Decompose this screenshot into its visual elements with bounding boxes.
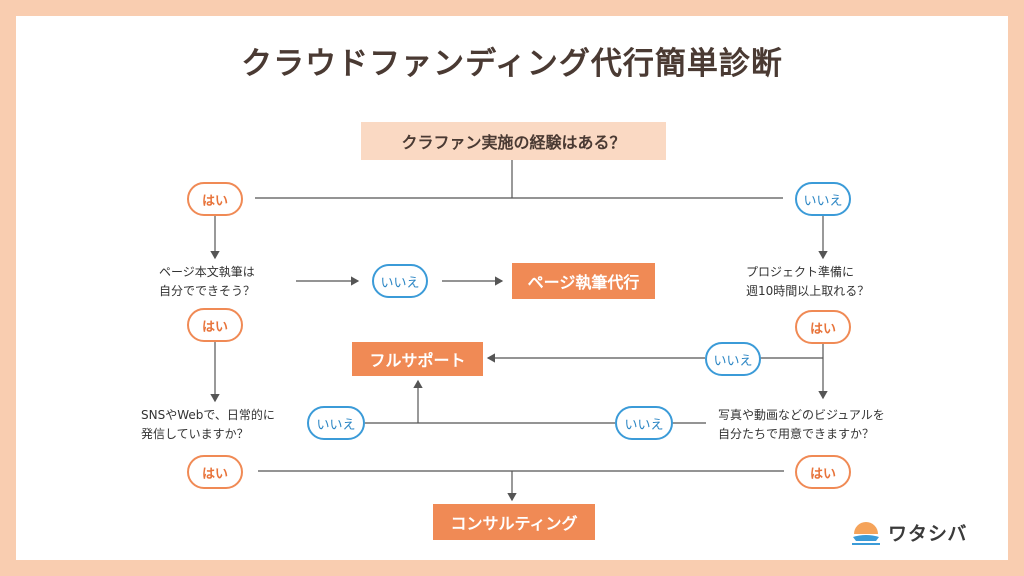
question-visual: 写真や動画などのビジュアルを 自分たちで用意できますか？ — [718, 406, 885, 444]
question-sns: SNSやWebで、日常的に 発信していますか？ — [141, 406, 275, 444]
question-visual-line2: 自分たちで用意できますか？ — [718, 427, 875, 441]
no-pill-project-prep: いいえ — [705, 342, 761, 376]
yes-pill-sns: はい — [187, 455, 243, 489]
result-page-writing: ページ執筆代行 — [512, 263, 655, 299]
yes-pill-page-writing: はい — [187, 308, 243, 342]
root-question: クラファン実施の経験はある？ — [361, 122, 666, 160]
no-pill-page-writing: いいえ — [372, 264, 428, 298]
question-prep-line2: 週10時間以上取れる？ — [746, 284, 870, 298]
page-title: クラウドファンディング代行簡単診断 — [241, 46, 783, 82]
yes-pill-experience: はい — [187, 182, 243, 216]
question-page-line2: 自分でできそう？ — [159, 284, 256, 298]
question-sns-line1: SNSやWebで、日常的に — [141, 408, 275, 422]
question-page-line1: ページ本文執筆は — [159, 265, 255, 279]
question-prep-line1: プロジェクト準備に — [746, 265, 855, 279]
question-sns-line2: 発信していますか？ — [141, 427, 249, 441]
question-page-writing: ページ本文執筆は 自分でできそう？ — [159, 263, 255, 301]
no-pill-sns: いいえ — [307, 406, 365, 440]
question-project-prep: プロジェクト準備に 週10時間以上取れる？ — [746, 263, 869, 301]
logo-text: ワタシバ — [888, 523, 968, 545]
result-consulting: コンサルティング — [433, 504, 595, 540]
question-visual-line1: 写真や動画などのビジュアルを — [718, 408, 885, 422]
no-pill-visual: いいえ — [615, 406, 673, 440]
yes-pill-project-prep: はい — [795, 310, 851, 344]
logo: ワタシバ — [850, 519, 967, 546]
no-pill-experience: いいえ — [795, 182, 851, 216]
yes-pill-visual: はい — [795, 455, 851, 489]
sunset-boat-icon — [852, 521, 880, 545]
result-full-support: フルサポート — [352, 342, 483, 376]
